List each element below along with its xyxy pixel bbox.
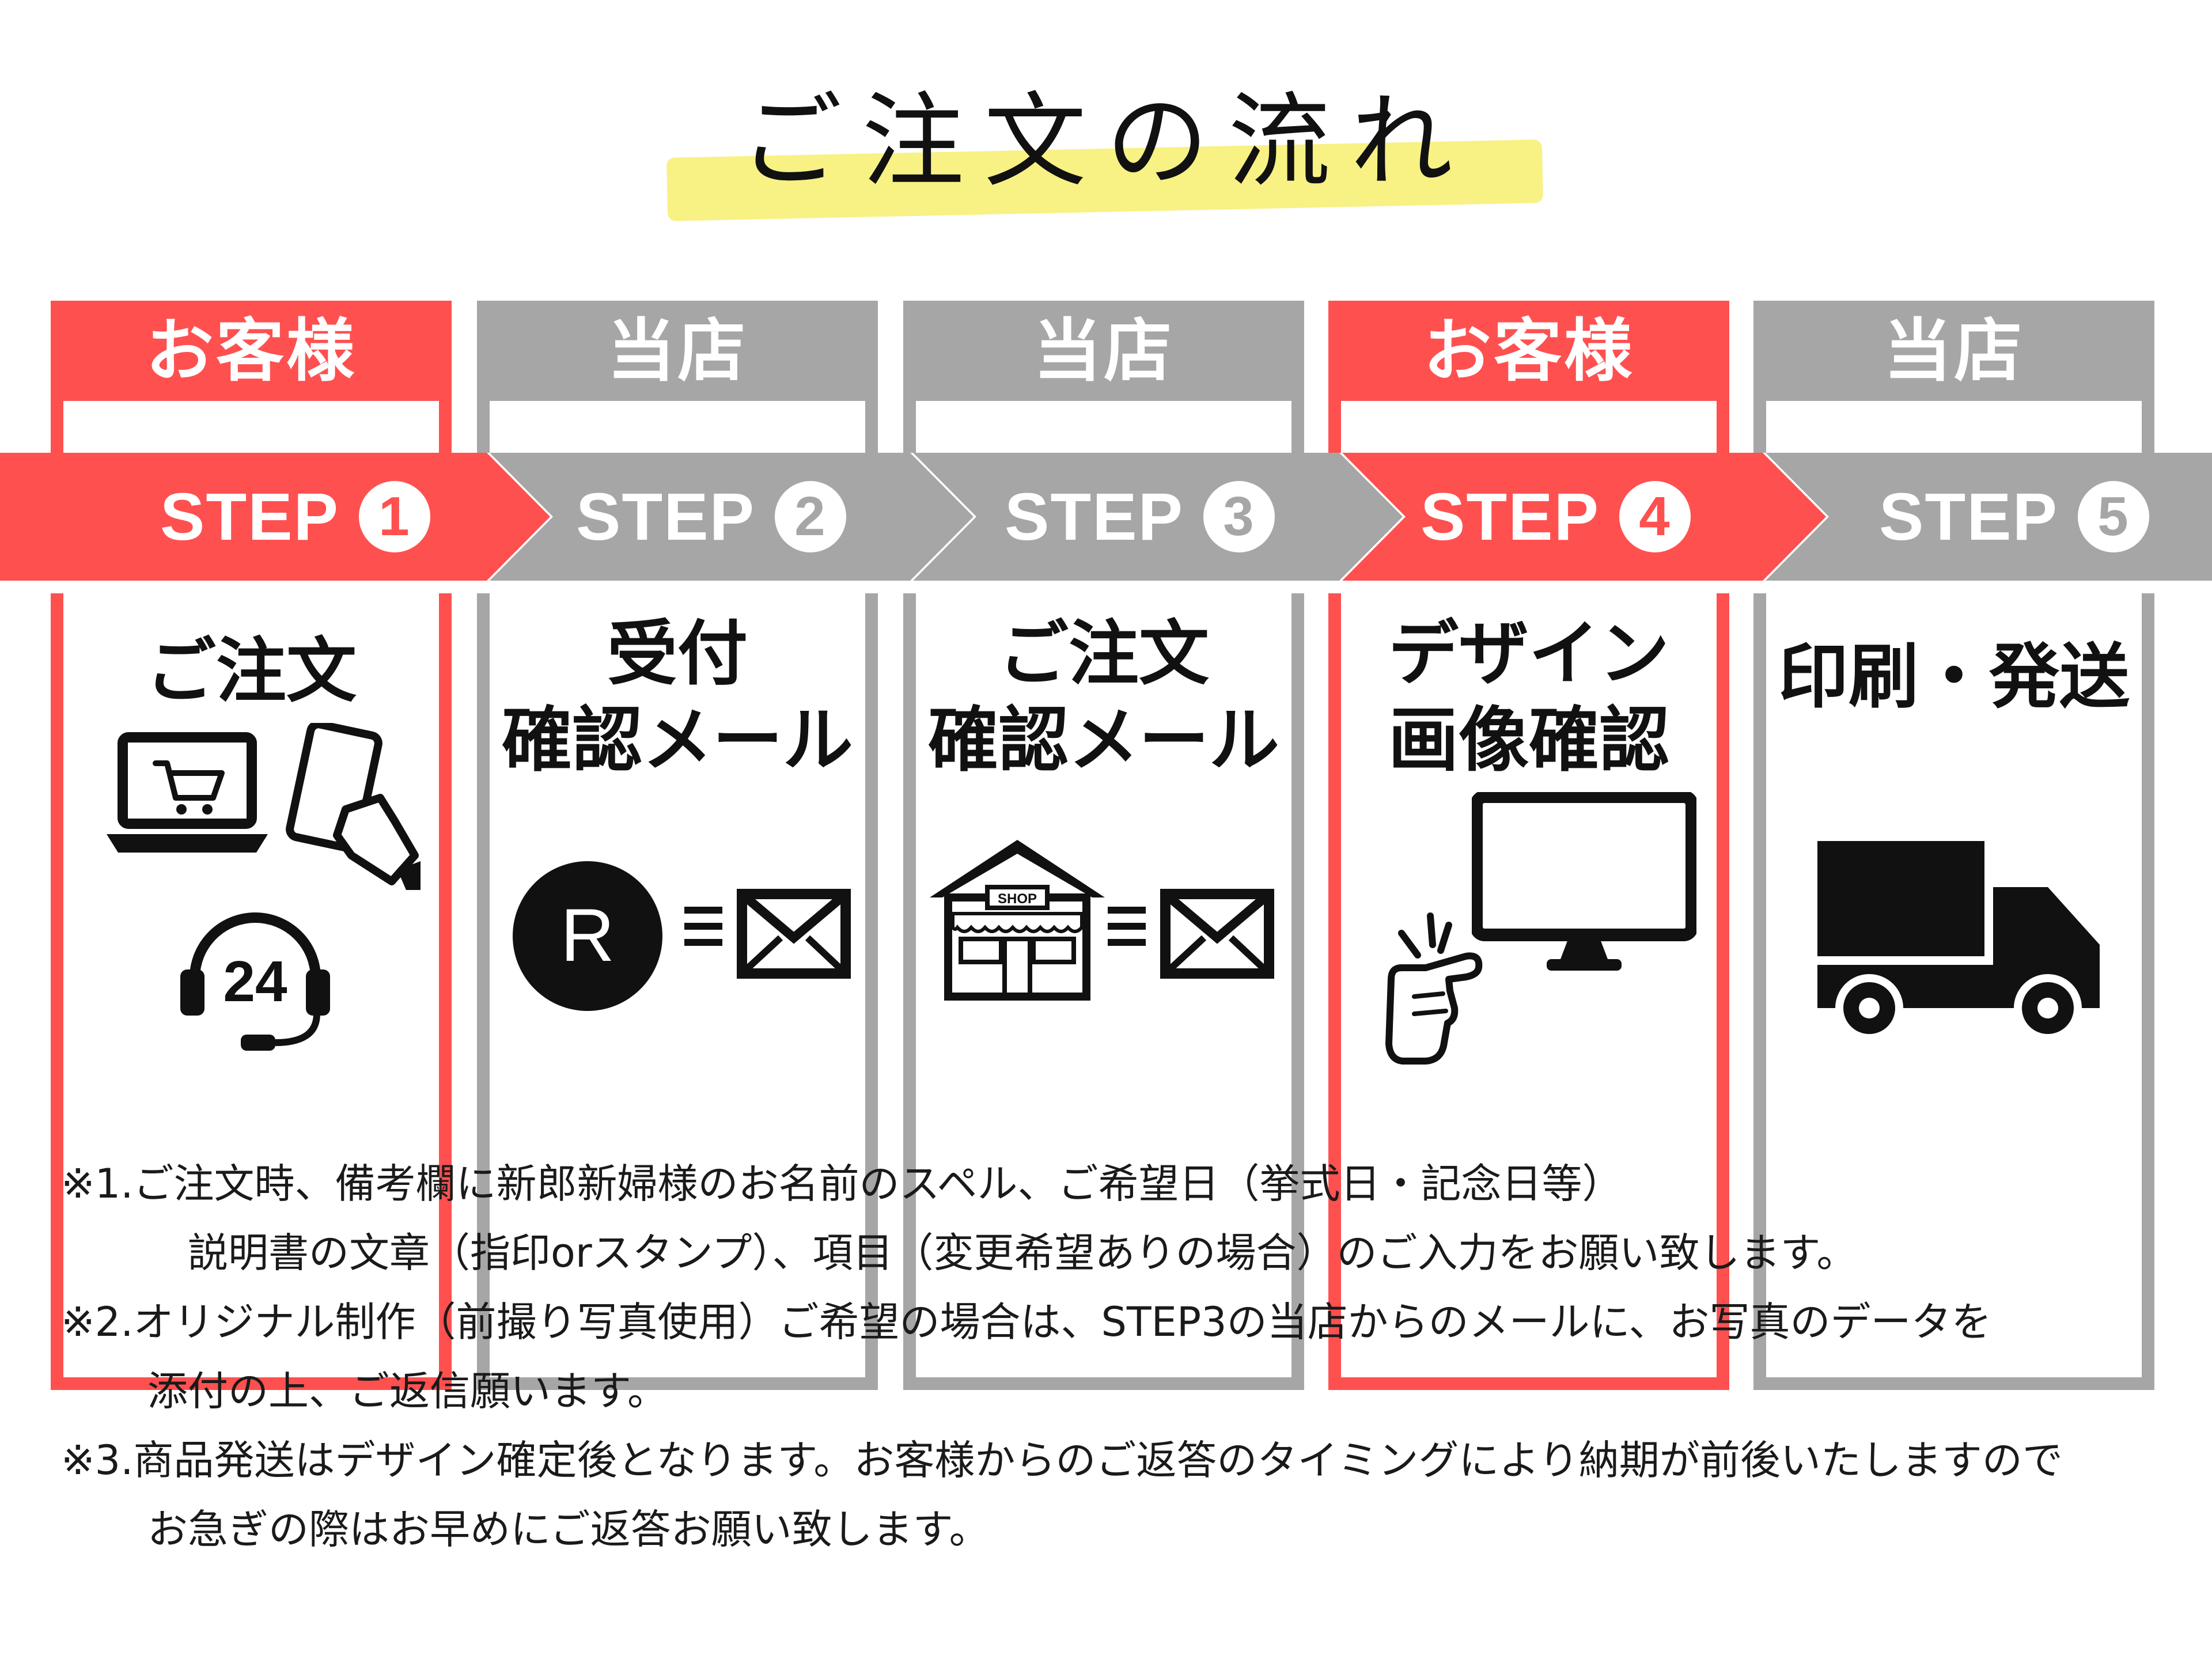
shop-sign-text: SHOP — [998, 891, 1037, 907]
step-text: STEP — [576, 479, 755, 554]
frame-top — [477, 401, 878, 453]
role-label: お客様 — [51, 301, 452, 401]
notes-section: ※1.ご注文時、備考欄に新郎新婦様のお名前のスペル、ご希望日（挙式日・記念日等）… — [61, 1149, 2181, 1564]
step-number: 3 — [1203, 481, 1275, 552]
frame-top — [51, 401, 452, 453]
card-title-1: ご注文 — [51, 628, 452, 714]
frame-top — [1328, 401, 1729, 453]
role-label: 当店 — [1753, 301, 2154, 401]
card-title-3: ご注文 確認メール — [903, 611, 1304, 783]
role-label: 当店 — [903, 301, 1304, 401]
card-title-line: ご注文 — [146, 630, 357, 712]
support-24h-headset-icon: 24 — [180, 912, 330, 1051]
step-number: 1 — [358, 481, 430, 552]
step-label-5: STEP 5 — [1879, 467, 2149, 567]
support-hours-text: 24 — [223, 949, 287, 1014]
mail-envelope-icon — [1108, 889, 1274, 979]
step-number: 2 — [774, 481, 846, 552]
title-area: ご注文の流れ — [0, 0, 2212, 242]
step-label-3: STEP 3 — [1005, 467, 1275, 567]
card-title-line: デザイン — [1388, 613, 1669, 695]
note-3-line-2: お急ぎの際はお早めにご返答お願い致します。 — [147, 1506, 990, 1553]
delivery-truck-icon — [1817, 841, 2100, 1037]
note-1-line-1: ※1.ご注文時、備考欄に新郎新婦様のお名前のスペル、ご希望日（挙式日・記念日等） — [61, 1160, 1623, 1207]
step-text: STEP — [1005, 479, 1184, 554]
laptop-cart-icon — [107, 732, 268, 853]
frame-top — [1753, 401, 2154, 453]
card-title-2: 受付 確認メール — [477, 611, 878, 783]
step-label-1: STEP 1 — [160, 467, 430, 567]
step-card — [903, 593, 1304, 1390]
card-title-line: 受付 — [607, 613, 748, 695]
step-arrow-4 — [1342, 453, 1826, 581]
step-card — [51, 593, 452, 1390]
step-label-2: STEP 2 — [576, 467, 846, 567]
note-1-line-2: 説明書の文章（指印orスタンプ）、項目（変更希望ありの場合）のご入力をお願い致し… — [188, 1229, 1857, 1277]
smartphone-hand-icon — [286, 723, 421, 890]
card-title-line: 印刷・発送 — [1778, 636, 2130, 718]
step-text: STEP — [160, 479, 339, 554]
card-title-5: 印刷・発送 — [1753, 634, 2154, 720]
card-title-4: デザイン 画像確認 — [1328, 611, 1729, 783]
page-title: ご注文の流れ — [740, 82, 1472, 201]
card-title-line: 確認メール — [928, 699, 1279, 781]
mail-envelope-icon — [684, 889, 851, 979]
note-2-line-2: 添付の上、ご返信願います。 — [147, 1368, 668, 1415]
step-text: STEP — [1421, 479, 1600, 554]
step-number: 4 — [1619, 481, 1691, 552]
step-text: STEP — [1879, 479, 2058, 554]
step-arrow-1 — [0, 453, 550, 581]
r-circle-icon: R — [513, 861, 662, 1011]
step-arrow-3 — [913, 453, 1403, 581]
note-2-line-1: ※2.オリジナル制作（前撮り写真使用）ご希望の場合は、STEP3の当店からのメー… — [61, 1298, 1992, 1346]
card-title-line: 確認メール — [502, 699, 853, 781]
card-title-line: ご注文 — [998, 613, 1209, 695]
role-label: 当店 — [477, 301, 878, 401]
r-letter: R — [560, 893, 615, 977]
monitor-icon — [1472, 792, 1696, 971]
note-3-line-1: ※3.商品発送はデザイン確定後となります。お客様からのご返答のタイミングにより納… — [61, 1437, 2063, 1484]
step-arrow-2 — [490, 453, 974, 581]
step-number: 5 — [2077, 481, 2149, 552]
frame-top — [903, 401, 1304, 453]
card-title-line: 画像確認 — [1388, 699, 1669, 781]
step-label-4: STEP 4 — [1421, 467, 1691, 567]
shop-building-icon: SHOP — [930, 840, 1105, 1001]
pointing-hand-icon — [1385, 912, 1483, 1065]
role-label: お客様 — [1328, 301, 1729, 401]
